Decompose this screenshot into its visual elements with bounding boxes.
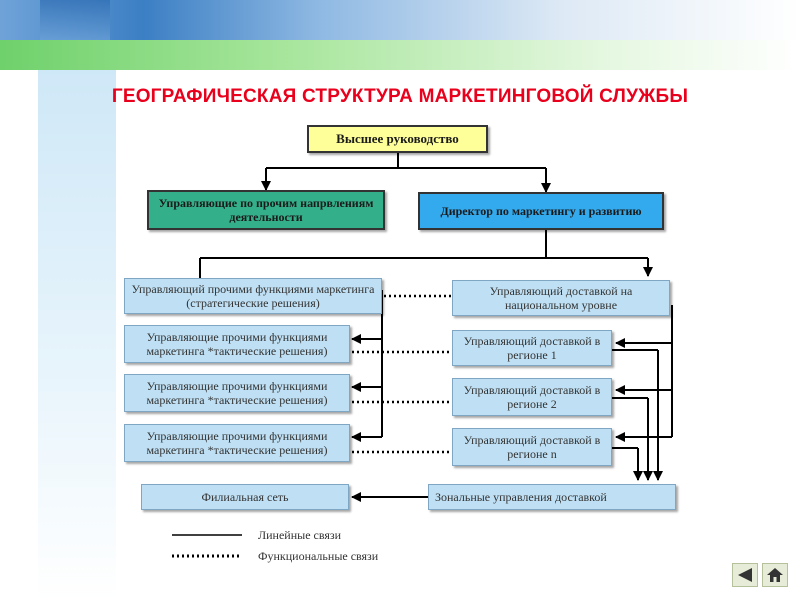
header-banner bbox=[0, 0, 800, 40]
branch-network-box: Филиальная сеть bbox=[141, 484, 349, 510]
other-directions-box: Управляющие по прочим напрвлениям деятел… bbox=[147, 190, 385, 230]
zonal-delivery-box: Зональные управления доставкой bbox=[428, 484, 676, 510]
side-decoration bbox=[38, 70, 116, 600]
region-2-box: Управляющий доставкой в регионе 2 bbox=[452, 378, 612, 416]
page-title: ГЕОГРАФИЧЕСКАЯ СТРУКТУРА МАРКЕТИНГОВОЙ С… bbox=[111, 86, 689, 107]
green-band bbox=[0, 40, 800, 70]
home-icon bbox=[767, 568, 783, 582]
back-arrow-icon bbox=[738, 568, 752, 582]
home-button[interactable] bbox=[762, 563, 788, 587]
strategic-manager-box: Управляющий прочими функциями маркетинга… bbox=[124, 278, 382, 314]
back-button[interactable] bbox=[732, 563, 758, 587]
legend-functional-label: Функциональные связи bbox=[258, 549, 379, 563]
region-n-box: Управляющий доставкой в регионе n bbox=[452, 428, 612, 466]
header-accent bbox=[40, 0, 110, 40]
top-management-box: Высшее руководство bbox=[307, 125, 488, 153]
tactical-manager-box-2: Управляющие прочими функциями маркетинга… bbox=[124, 374, 350, 412]
national-delivery-box: Управляющий доставкой на национальном ур… bbox=[452, 280, 670, 316]
tactical-manager-box-1: Управляющие прочими функциями маркетинга… bbox=[124, 325, 350, 363]
legend-linear-label: Линейные связи bbox=[258, 528, 342, 542]
tactical-manager-box-3: Управляющие прочими функциями маркетинга… bbox=[124, 424, 350, 462]
region-1-box: Управляющий доставкой в регионе 1 bbox=[452, 330, 612, 366]
marketing-director-box: Директор по маркетингу и развитию bbox=[418, 192, 664, 230]
